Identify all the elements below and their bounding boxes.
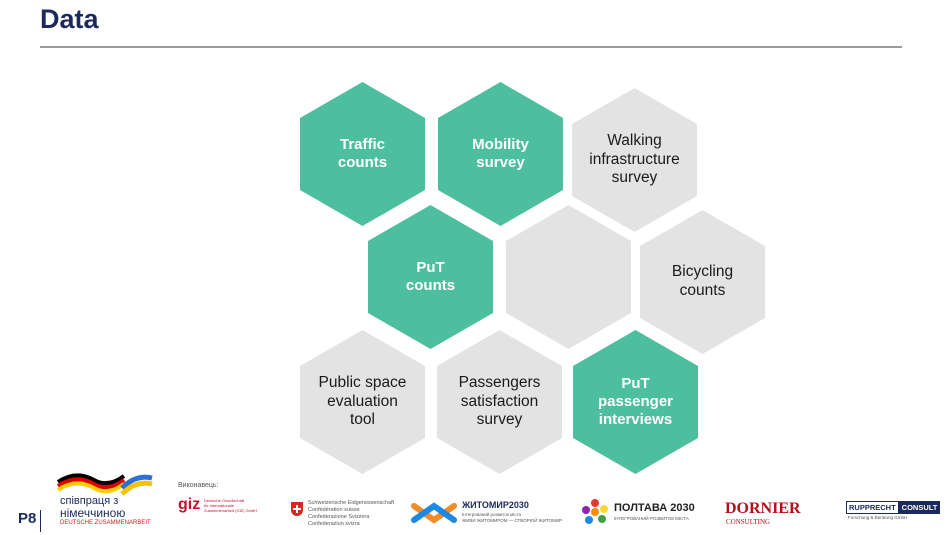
hexagon-put-counts: PuT counts — [368, 205, 493, 349]
hexagon-walking-infrastructure-survey: Walking infrastructure survey — [572, 88, 697, 232]
dornier-logo: DORNIER — [725, 500, 801, 517]
partner-text-line3: DEUTSCHE ZUSAMMENARBEIT — [60, 520, 151, 526]
poltava-title: ПОЛТАВА 2030 — [614, 502, 695, 514]
rupprecht-subtitle: Forschung & Beratung GmbH — [848, 515, 908, 520]
executor-label: Виконавець: — [178, 482, 219, 489]
poltava-logo-icon — [582, 499, 608, 524]
hexagon-public-space-evaluation: Public space evaluation tool — [300, 330, 425, 474]
swiss-confederation-text: Schweizerische Eidgenossenschaft Confédé… — [308, 500, 395, 527]
rupprecht-logo: RUPPRECHT CONSULT — [846, 501, 941, 514]
hexagon-label: Traffic counts — [337, 136, 388, 171]
hexagon-label: PuT passenger interviews — [597, 375, 674, 428]
partner-text-line1: співпраця з — [60, 495, 119, 507]
hexagon-empty — [506, 205, 631, 349]
flag-ribbon-logo — [56, 473, 153, 496]
page-title: Data — [40, 4, 99, 34]
giz-text: Deutsche Gesellschaft für Internationale… — [204, 498, 258, 513]
hexagon-label: Bicycling counts — [671, 263, 734, 299]
hexagon-label: Mobility survey — [472, 136, 529, 171]
zhytomyr-subtitle: Інтегрований розвиток міста ЖИВИ ЖИТОМИР… — [462, 512, 563, 523]
zhytomyr-title: ЖИТОМИР2030 — [462, 500, 529, 510]
hexagon-label: Walking infrastructure survey — [589, 132, 680, 187]
zhytomyr-logo-icon — [411, 502, 457, 524]
hexagon-label: Passengers satisfaction survey — [458, 374, 541, 429]
hexagon-passengers-satisfaction: Passengers satisfaction survey — [437, 330, 562, 474]
hexagon-bicycling-counts: Bicycling counts — [640, 210, 765, 354]
swiss-shield-icon — [291, 502, 303, 516]
title-divider — [40, 46, 902, 48]
page-number: P8 — [18, 510, 37, 527]
page-number-divider — [40, 510, 41, 532]
hexagon-traffic-counts: Traffic counts — [300, 82, 425, 226]
partner-text-line2: німеччиною — [60, 506, 126, 520]
hexagon-label: Public space evaluation tool — [318, 374, 407, 429]
hexagon-label: PuT counts — [405, 259, 456, 294]
hexagon-mobility-survey: Mobility survey — [438, 82, 563, 226]
consult-word: CONSULT — [898, 501, 941, 514]
giz-logo: giz — [178, 496, 201, 513]
poltava-subtitle: ІНТЕГРОВАНИЙ РОЗВИТОК МІСТА — [614, 516, 689, 521]
dornier-subtitle: CONSULTING — [726, 518, 771, 526]
rupprecht-word: RUPPRECHT — [846, 501, 899, 514]
hexagon-put-passenger-interviews: PuT passenger interviews — [573, 330, 698, 474]
